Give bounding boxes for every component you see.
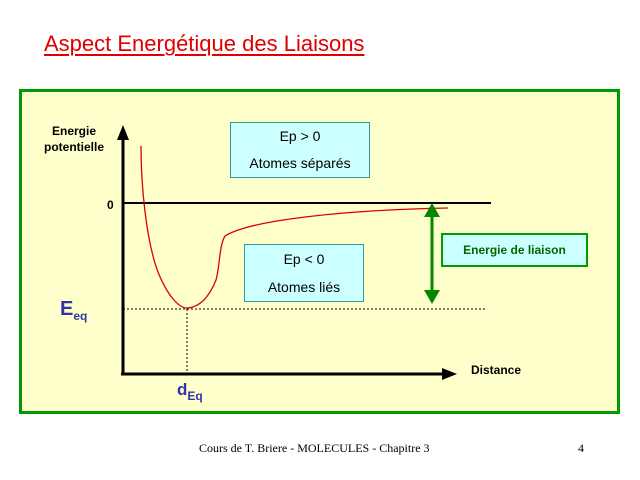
slide-footer: Cours de T. Briere - MOLECULES - Chapitr… <box>199 441 430 455</box>
bound-atoms-text: Atomes liés <box>267 279 341 295</box>
bound-atoms-box: Ep < 0 Atomes liés <box>244 244 364 302</box>
zero-label: 0 <box>107 198 114 212</box>
y-axis-label-line1: Energie <box>51 124 96 138</box>
separated-atoms-energy: Ep > 0 <box>279 128 321 144</box>
separated-atoms-box: Ep > 0 Atomes séparés <box>230 122 370 178</box>
y-axis-arrowhead <box>117 125 129 140</box>
slide-title: Aspect Energétique des Liaisons <box>44 31 365 56</box>
potential-energy-curve <box>140 145 449 309</box>
equilibrium-energy-label: Eeq <box>60 298 87 323</box>
page-number: 4 <box>578 441 584 455</box>
deq-sub: Eq <box>187 389 203 403</box>
bound-atoms-energy: Ep < 0 <box>283 251 325 267</box>
bond-energy-arrowhead-bottom <box>424 290 440 304</box>
x-axis-arrowhead <box>442 368 457 380</box>
equilibrium-distance-label: dEq <box>177 380 203 403</box>
x-axis-label: Distance <box>471 363 522 377</box>
y-axis-label: Energie potentielle <box>34 123 114 155</box>
eeq-sub: eq <box>73 309 88 323</box>
eeq-main: E <box>60 298 74 320</box>
separated-atoms-text: Atomes séparés <box>249 155 351 171</box>
y-axis-label-line2: potentielle <box>43 140 104 154</box>
bond-energy-label: Energie de liaison <box>441 233 588 267</box>
deq-main: d <box>177 380 188 399</box>
bond-energy-arrowhead-top <box>424 203 440 217</box>
